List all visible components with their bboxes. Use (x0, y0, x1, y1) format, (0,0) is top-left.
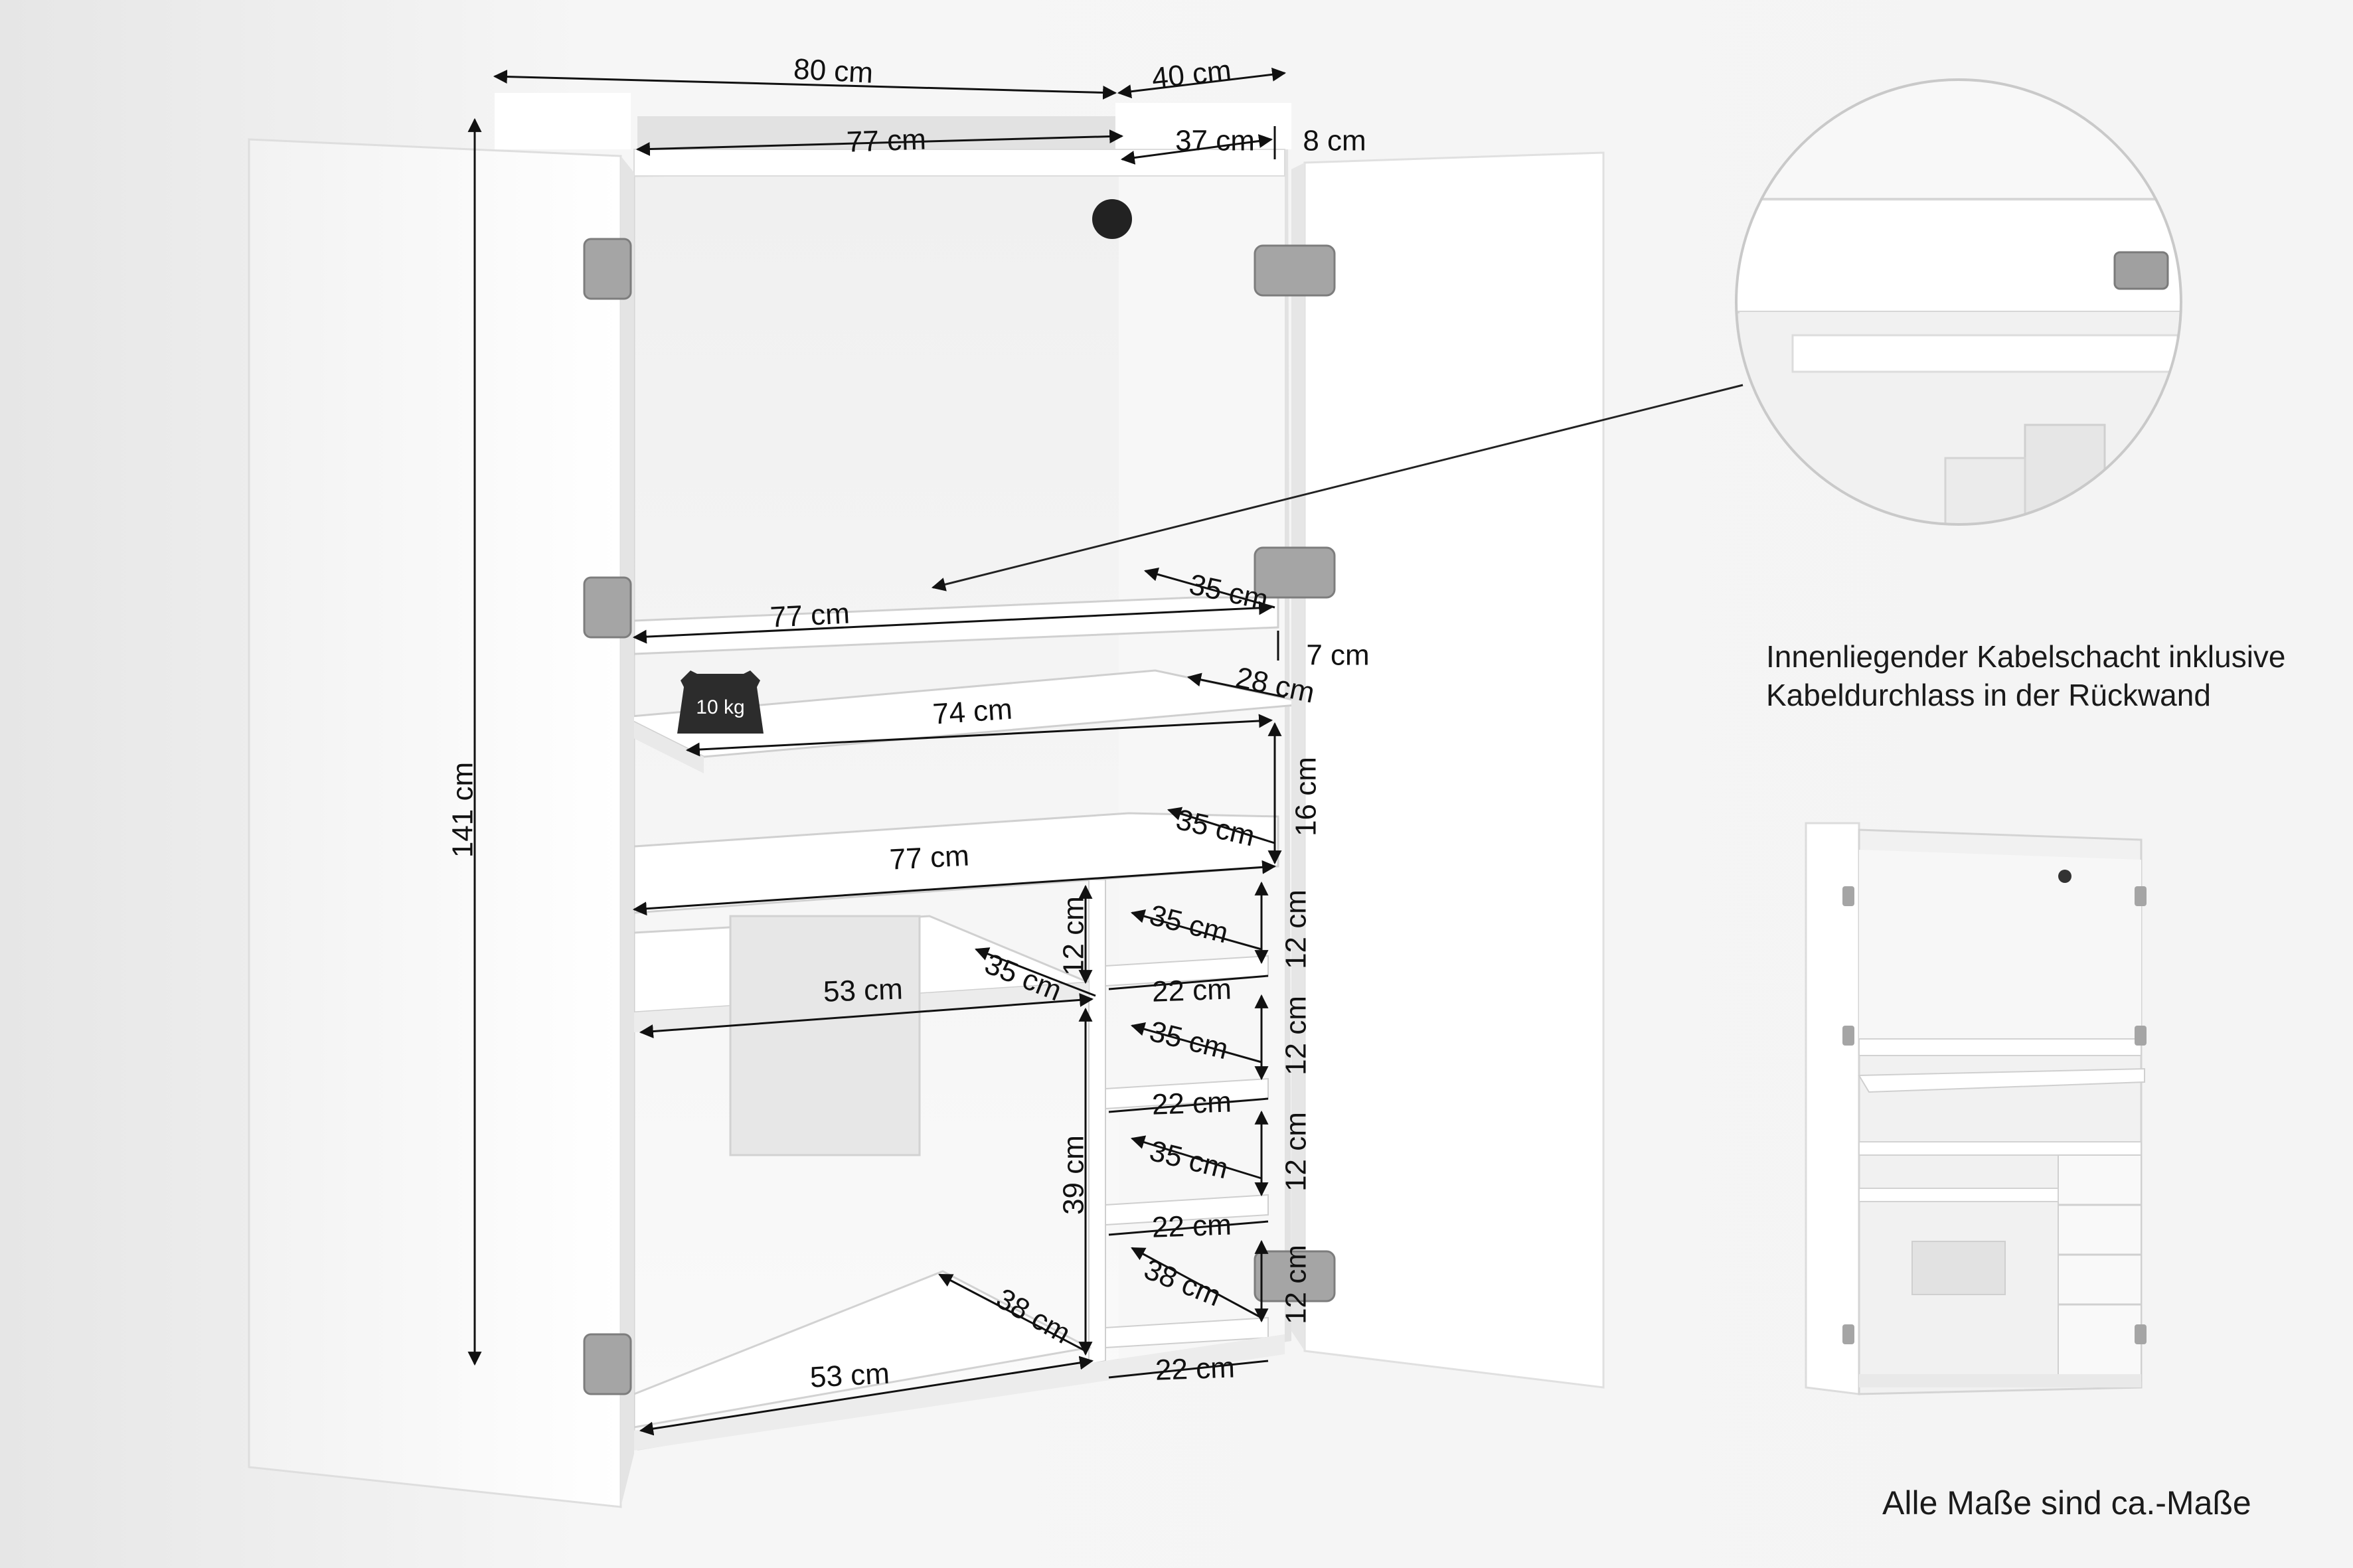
overview-hinge-icon (1842, 1026, 1854, 1046)
weight-text: 10 kg (696, 696, 744, 718)
pullout-front (624, 717, 704, 773)
dimension-line-upper-shelf-width (632, 601, 1273, 644)
dimension-label-cubby-4-width: 22 cm (1155, 1352, 1235, 1387)
dimension-label-left-shelf-height: 12 cm (1058, 896, 1090, 976)
left-door (248, 138, 622, 1508)
dimension-label-middle-shelf-width: 77 cm (889, 840, 970, 876)
dimension-lines (467, 67, 1287, 1436)
dimension-label-bottom-left-height: 39 cm (1058, 1135, 1090, 1215)
dimension-line-bottom-left-depth (938, 1273, 1086, 1352)
detail-hinge-icon (2113, 251, 2169, 290)
hinge-icon (583, 576, 632, 639)
dimension-label-cubby-3-height: 12 cm (1280, 1112, 1313, 1192)
dimension-line-pullout-width (685, 714, 1273, 757)
overview-cubbies (2058, 1154, 2142, 1381)
dimension-label-cubby-2-width: 22 cm (1151, 1086, 1232, 1121)
dimension-line-middle-shelf-width (632, 860, 1277, 916)
overview-cabinet (1805, 822, 2147, 1395)
dimension-label-upper-shelf-width: 77 cm (770, 597, 851, 634)
overview-hinge-icon (1842, 886, 1854, 906)
dimension-line-left-shelf-depth (975, 947, 1096, 997)
approximate-dimensions-note: Alle Maße sind ca.-Maße (1882, 1484, 2251, 1522)
overview-hinge-icon (2135, 1324, 2147, 1344)
dimension-line-upper-shelf-depth (1143, 568, 1275, 609)
dimension-line-overall-width (493, 70, 1117, 100)
overview-left-shelf (1858, 1188, 2059, 1202)
dimension-label-top-inner-width: 77 cm (846, 123, 926, 159)
overview-hinge-icon (2135, 1026, 2147, 1046)
dimension-label-cubby-2-height: 12 cm (1280, 996, 1313, 1075)
dimension-line-cubby-1-width (1108, 975, 1269, 990)
detail-slide (1791, 334, 2179, 373)
dimension-label-top-rim-height: 8 cm (1303, 125, 1366, 157)
cable-hole (1092, 199, 1132, 239)
weight-badge: 10 kg (677, 670, 764, 734)
inner-side-wall (1119, 149, 1285, 1368)
dimension-line-cubby-4-depth (1131, 1247, 1262, 1319)
dimension-line-pullout-depth (1186, 672, 1285, 698)
dimension-line-cubby-1-depth (1130, 909, 1262, 951)
dimension-label-pullout-gap: 7 cm (1306, 639, 1369, 672)
dimension-label-cubby-3-width: 22 cm (1151, 1209, 1232, 1244)
dimension-label-pullout-width: 74 cm (932, 693, 1013, 731)
detail-pointer-line (931, 384, 1744, 591)
cubby-shelf-3 (1105, 1194, 1269, 1226)
overview-pullout (1858, 1067, 2145, 1093)
dimension-line-top-inner-width (635, 129, 1124, 156)
hinge-icon (1254, 546, 1336, 599)
detail-shelf (1736, 198, 2181, 313)
dimension-line-cubby-3-width (1108, 1220, 1269, 1236)
overview-shelf (1858, 1038, 2142, 1056)
hinge-icon (583, 238, 632, 300)
overview-upper (1859, 850, 2141, 1039)
overview-back-cutout (1911, 1241, 2006, 1295)
back-cutout (729, 915, 921, 1156)
dimension-line-overall-depth (1117, 67, 1287, 99)
dimension-label-bottom-left-width: 53 cm (809, 1358, 890, 1394)
overview-hinge-icon (2135, 886, 2147, 906)
dimension-label-overall-width: 80 cm (793, 53, 874, 90)
overview-hinge-icon (1842, 1324, 1854, 1344)
right-door-edge (1291, 163, 1305, 1351)
dimension-line-left-shelf-width (639, 992, 1094, 1039)
overview-middle-shelf (1858, 1141, 2142, 1156)
overview-plinth (1859, 1374, 2141, 1387)
overview-left-door (1805, 822, 1860, 1395)
dimension-label-top-inner-depth: 37 cm (1175, 125, 1255, 157)
dimension-line-bottom-left-width (639, 1356, 1094, 1436)
vertical-divider (1088, 879, 1106, 1366)
dimension-line-top-inner-depth (1120, 134, 1273, 165)
overview-cable-hole (2058, 870, 2071, 883)
hinge-icon (583, 1333, 632, 1395)
left-door-edge (621, 156, 634, 1507)
dimension-label-cubby-1-width: 22 cm (1151, 973, 1232, 1008)
dimension-line-cubby-2-depth (1130, 1022, 1262, 1063)
top-rim-left (495, 93, 631, 149)
dimension-line-middle-shelf-depth (1167, 807, 1275, 844)
dimension-label-cubby-1-height: 12 cm (1280, 890, 1313, 969)
hinge-icon (1254, 244, 1336, 297)
dimension-label-middle-compartment-height: 16 cm (1290, 757, 1323, 836)
dimension-label-left-shelf-width: 53 cm (823, 973, 903, 1008)
cable-channel-caption: Innenliegender Kabelschacht inklusive Ka… (1766, 639, 2286, 712)
dimension-line-cubby-2-width (1108, 1097, 1269, 1113)
right-door (1303, 151, 1605, 1389)
dimension-line-cubby-3-depth (1130, 1135, 1262, 1180)
detail-view (1735, 78, 2182, 526)
detail-circle-border (1735, 78, 2182, 526)
dimension-line-cubby-4-width (1108, 1360, 1269, 1379)
dimension-label-cubby-4-height: 12 cm (1280, 1245, 1313, 1324)
dimension-label-total-height: 141 cm (447, 762, 479, 858)
